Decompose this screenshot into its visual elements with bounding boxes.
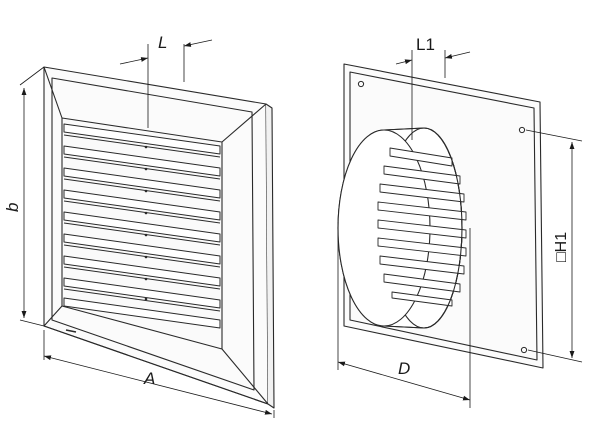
label-D: D: [398, 359, 410, 378]
dim-b-extension-bottom: [19, 319, 45, 327]
label-H1: □H1: [553, 232, 570, 262]
front-grille-dimensions: [19, 39, 275, 418]
dim-L-arrow-left: [119, 57, 149, 65]
spigot-louvres: [377, 147, 467, 307]
label-b: b: [3, 203, 22, 212]
label-L: L: [158, 33, 167, 52]
mounting-hole-top-right: [518, 126, 526, 134]
dim-L-arrow-right: [183, 39, 213, 47]
rear-plate: [337, 63, 544, 369]
dim-D-line: [337, 361, 471, 401]
dim-H1-extension-top: [525, 129, 583, 142]
grille-louvres: [63, 123, 221, 329]
front-grille: [43, 66, 275, 409]
dim-L1-arrow-left: [395, 59, 413, 65]
dim-L1-arrow-right: [444, 51, 471, 59]
mounting-hole-top-left: [357, 80, 365, 88]
label-A: A: [143, 369, 155, 388]
mounting-hole-bottom-right: [520, 346, 528, 354]
dim-b-extension-top: [19, 66, 45, 86]
dim-H1-extension-bottom: [527, 349, 583, 363]
dim-A-line: [43, 355, 273, 415]
rear-plate-dimensions: [337, 50, 583, 408]
grille-centre-rib: [144, 145, 148, 301]
label-L1: L1: [416, 35, 435, 54]
